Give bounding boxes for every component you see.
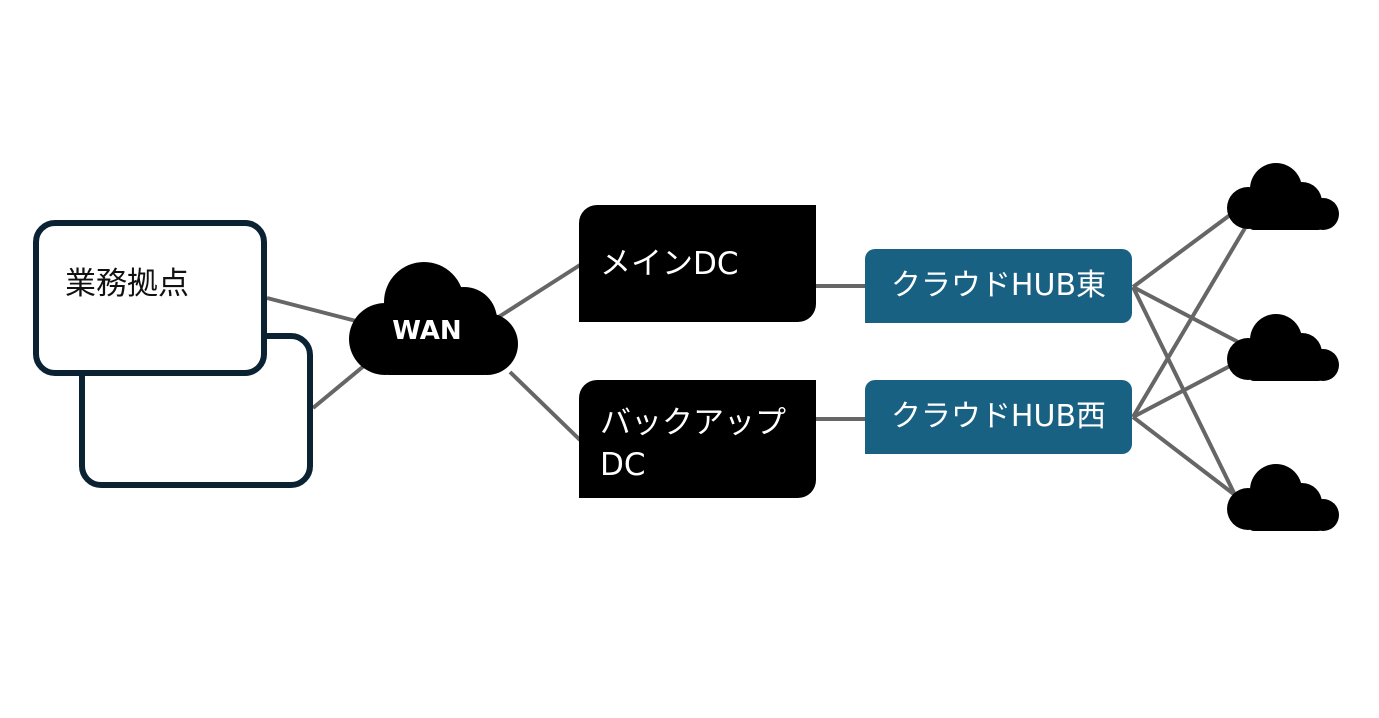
main-dc-box: メインDC: [579, 205, 816, 322]
edge-wan-dc-backup: [508, 370, 582, 442]
wan-label: WAN: [392, 316, 462, 346]
edge-site-wan: [266, 296, 361, 324]
edge-hub-east-cloud2: [1132, 285, 1241, 345]
backup-dc-label: バックアップDC: [600, 405, 786, 483]
wan-cloud-icon: [349, 262, 518, 375]
cloud-icon: [1227, 163, 1339, 230]
edge-hub-east-cloud1: [1131, 213, 1232, 289]
cloud-icon: [1227, 464, 1339, 531]
cloud-icon: [1227, 314, 1339, 381]
backup-dc-box: バックアップDC: [579, 380, 816, 498]
edge-site-back-wan: [311, 363, 367, 410]
site-box: 業務拠点: [33, 220, 267, 376]
site-label: 業務拠点: [65, 266, 189, 302]
edge-hub-west-cloud3: [1131, 415, 1237, 497]
cloud-hub-west-box: クラウドHUB西: [865, 380, 1132, 454]
cloud-hub-east-box: クラウドHUB東: [865, 249, 1132, 323]
cloud-hub-east-label: クラウドHUB東: [890, 268, 1107, 303]
edge-hub-west-cloud1: [1131, 226, 1247, 419]
edge-wan-dc-main: [495, 263, 582, 320]
main-dc-label: メインDC: [600, 246, 739, 282]
edge-hub-west-cloud2: [1132, 364, 1231, 419]
cloud-hub-west-label: クラウドHUB西: [890, 399, 1107, 434]
